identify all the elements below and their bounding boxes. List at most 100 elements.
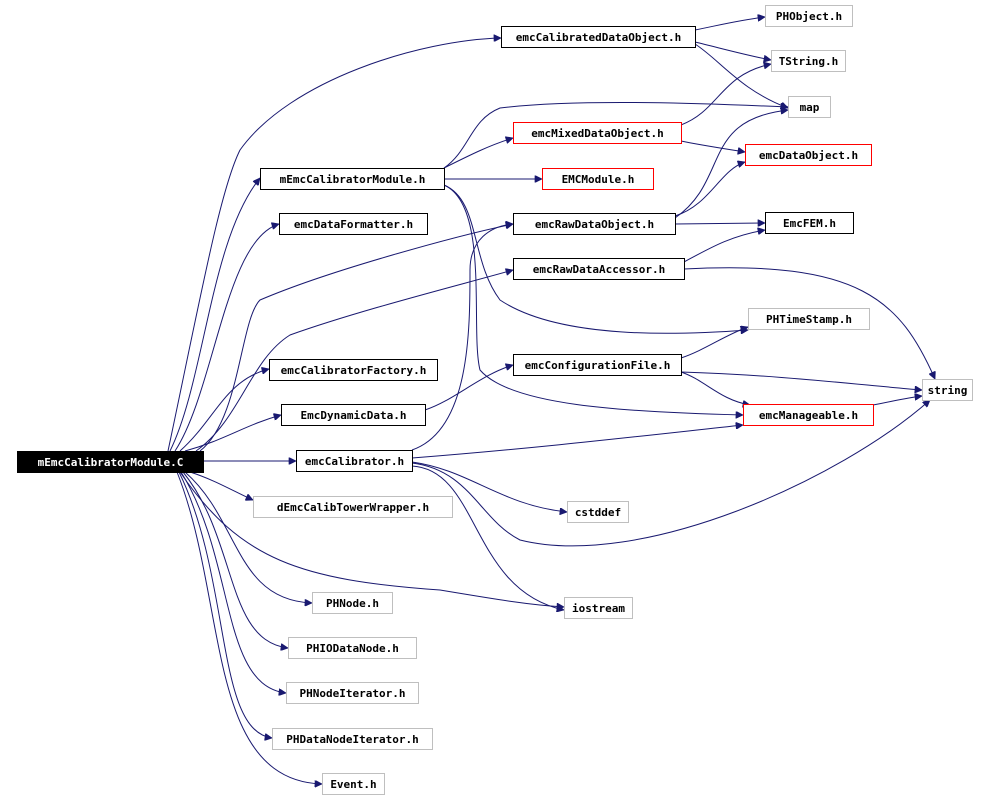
node-dEmcCalibTowerWrapper[interactable]: dEmcCalibTowerWrapper.h: [253, 496, 453, 518]
edge-emcMixedDataObject-to-emcDataObject: [680, 140, 745, 152]
edge-mEmcCalibratorModule_h-to-emcMixedDataObject: [443, 138, 513, 169]
node-box: [513, 258, 685, 280]
edge-emcCalibratedDataObject-to-TString: [694, 41, 771, 60]
node-label: emcCalibrator.h: [305, 455, 404, 468]
node-emcRawDataAccessor[interactable]: emcRawDataAccessor.h: [513, 258, 685, 280]
node-emcConfigurationFile[interactable]: emcConfigurationFile.h: [513, 354, 682, 376]
node-label: PHNode.h: [326, 597, 379, 610]
node-label: cstddef: [575, 506, 621, 519]
edge-root-to-EmcDynamicData: [184, 415, 281, 452]
node-cstddef[interactable]: cstddef: [567, 501, 629, 523]
node-box: [922, 379, 973, 401]
edge-emcRawDataObject-to-map: [674, 110, 788, 219]
node-EmcFEM[interactable]: EmcFEM.h: [765, 212, 854, 234]
node-label: EMCModule.h: [562, 173, 635, 186]
node-label: emcCalibratorFactory.h: [281, 364, 427, 377]
node-iostream[interactable]: iostream: [564, 597, 633, 619]
node-PHIODataNode[interactable]: PHIODataNode.h: [288, 637, 417, 659]
edge-emcRawDataObject-to-emcDataObject: [674, 162, 745, 217]
node-PHDataNodeIterator[interactable]: PHDataNodeIterator.h: [272, 728, 433, 750]
node-label: PHObject.h: [776, 10, 842, 23]
edge-root-to-emcRawDataAccessor: [195, 270, 513, 452]
node-label: map: [800, 101, 820, 114]
node-label: emcMixedDataObject.h: [531, 127, 663, 140]
node-label: mEmcCalibratorModule.h: [280, 173, 426, 186]
node-emcRawDataObject[interactable]: emcRawDataObject.h: [513, 213, 676, 235]
node-label: emcRawDataAccessor.h: [533, 263, 665, 276]
node-root[interactable]: mEmcCalibratorModule.C: [17, 451, 204, 473]
node-label: PHTimeStamp.h: [766, 313, 852, 326]
edge-root-to-emcCalibratorFactory: [179, 369, 269, 452]
node-label: PHIODataNode.h: [306, 642, 399, 655]
edge-emcConfigurationFile-to-emcManageable: [680, 371, 750, 405]
node-label: emcConfigurationFile.h: [525, 359, 671, 372]
edge-root-to-emcDataFormatter: [174, 224, 279, 452]
node-PHNode[interactable]: PHNode.h: [312, 592, 393, 614]
node-PHNodeIterator[interactable]: PHNodeIterator.h: [286, 682, 419, 704]
node-emcDataFormatter[interactable]: emcDataFormatter.h: [279, 213, 428, 235]
node-box: [272, 728, 433, 750]
edge-emcCalibrator-to-iostream: [411, 465, 564, 610]
edge-root-to-PHNodeIterator: [180, 471, 286, 693]
node-label: mEmcCalibratorModule.C: [38, 456, 184, 469]
node-box: [17, 451, 204, 473]
edge-emcConfigurationFile-to-PHTimeStamp: [680, 327, 748, 359]
node-label: iostream: [572, 602, 625, 615]
node-box: [745, 144, 872, 166]
node-box: [564, 597, 633, 619]
edge-root-to-PHIODataNode: [182, 471, 288, 648]
node-label: Event.h: [330, 778, 376, 791]
edge-emcCalibrator-to-string: [411, 400, 930, 547]
node-label: EmcDynamicData.h: [301, 409, 407, 422]
node-emcMixedDataObject[interactable]: emcMixedDataObject.h: [513, 122, 682, 144]
edge-root-to-PHDataNodeIterator: [178, 471, 272, 738]
node-emcManageable[interactable]: emcManageable.h: [743, 404, 874, 426]
node-box: [296, 450, 413, 472]
edge-root-to-Event: [176, 471, 322, 784]
node-label: TString.h: [779, 55, 839, 68]
node-label: EmcFEM.h: [783, 217, 836, 230]
node-emcDataObject[interactable]: emcDataObject.h: [745, 144, 872, 166]
node-mEmcCalibratorModule_h[interactable]: mEmcCalibratorModule.h: [260, 168, 445, 190]
node-Event[interactable]: Event.h: [322, 773, 385, 795]
edge-emcRawDataAccessor-to-EmcFEM: [683, 230, 765, 263]
node-label: emcDataFormatter.h: [294, 218, 413, 231]
edge-emcRawDataAccessor-to-string: [683, 267, 935, 379]
edge-emcCalibrator-to-emcRawDataObject: [411, 224, 513, 451]
edge-emcManageable-to-string: [872, 396, 922, 406]
node-emcCalibrator[interactable]: emcCalibrator.h: [296, 450, 413, 472]
edge-root-to-dEmcCalibTowerWrapper: [189, 471, 253, 500]
node-EmcDynamicData[interactable]: EmcDynamicData.h: [281, 404, 426, 426]
nodes-layer: mEmcCalibratorModule.C mEmcCalibratorModu…: [17, 5, 973, 795]
node-emcCalibratorFactory[interactable]: emcCalibratorFactory.h: [269, 359, 438, 381]
node-box: [260, 168, 445, 190]
edge-mEmcCalibratorModule_h-to-PHTimeStamp: [443, 184, 748, 333]
edges-layer: [167, 17, 935, 784]
node-EMCModule[interactable]: EMCModule.h: [542, 168, 654, 190]
node-box: [288, 637, 417, 659]
node-box: [286, 682, 419, 704]
node-box: [279, 213, 428, 235]
node-label: string: [928, 384, 968, 397]
edge-emcCalibratedDataObject-to-map: [694, 43, 788, 108]
node-box: [312, 592, 393, 614]
node-box: [269, 359, 438, 381]
node-PHObject[interactable]: PHObject.h: [765, 5, 853, 27]
node-box: [765, 5, 853, 27]
edge-EmcDynamicData-to-emcConfigurationFile: [424, 365, 513, 411]
edge-root-to-emcRawDataObject: [199, 224, 513, 452]
node-emcCalibratedDataObject[interactable]: emcCalibratedDataObject.h: [501, 26, 696, 48]
node-TString[interactable]: TString.h: [771, 50, 846, 72]
node-box: [542, 168, 654, 190]
node-label: PHNodeIterator.h: [300, 687, 406, 700]
edge-root-to-PHNode: [184, 471, 312, 603]
node-box: [322, 773, 385, 795]
node-box: [253, 496, 453, 518]
node-PHTimeStamp[interactable]: PHTimeStamp.h: [748, 308, 870, 330]
edge-emcCalibratedDataObject-to-PHObject: [694, 17, 765, 31]
node-map[interactable]: map: [788, 96, 831, 118]
edge-mEmcCalibratorModule_h-to-map: [443, 101, 788, 169]
edge-root-to-iostream: [179, 471, 564, 607]
node-string[interactable]: string: [922, 379, 973, 401]
edge-mEmcCalibratorModule_h-to-emcManageable: [443, 184, 743, 415]
